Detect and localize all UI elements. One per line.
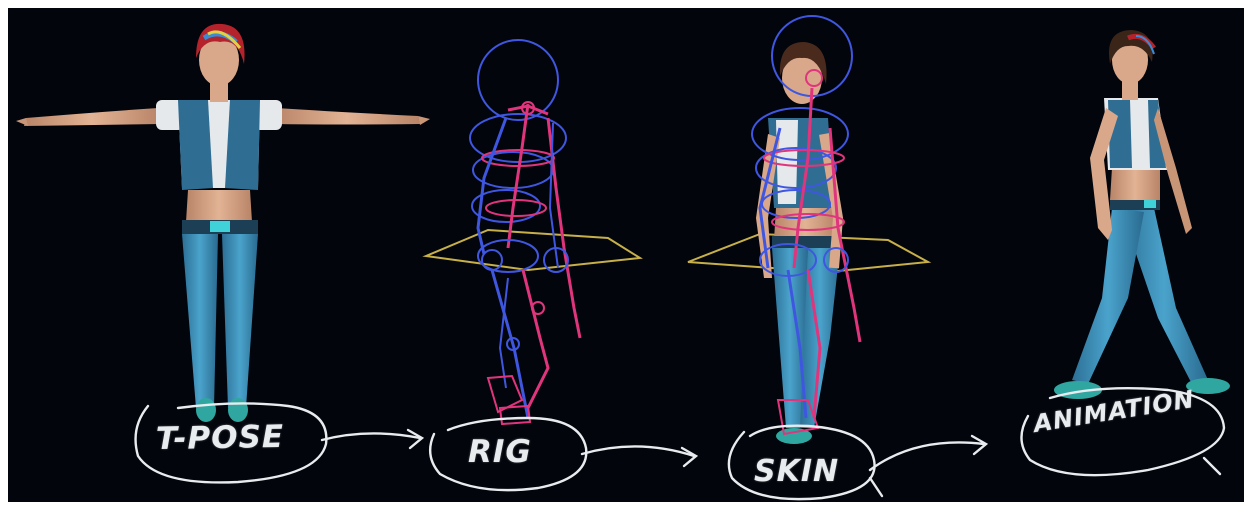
stage-label-rig: RIG bbox=[468, 434, 532, 470]
stage-label-tpose: T-POSE bbox=[156, 419, 285, 457]
rig-skeleton bbox=[426, 40, 640, 424]
tpose-character bbox=[16, 24, 430, 422]
animated-character bbox=[1054, 30, 1230, 399]
right-arrow-icon bbox=[870, 442, 984, 470]
right-arrow-icon bbox=[322, 433, 420, 440]
stage-label-skin: SKIN bbox=[754, 454, 839, 489]
rigging-pipeline-diagram: T-POSE RIG SKIN ANIMATION bbox=[8, 8, 1244, 502]
skinned-character bbox=[688, 16, 928, 444]
right-arrow-icon bbox=[582, 446, 694, 456]
